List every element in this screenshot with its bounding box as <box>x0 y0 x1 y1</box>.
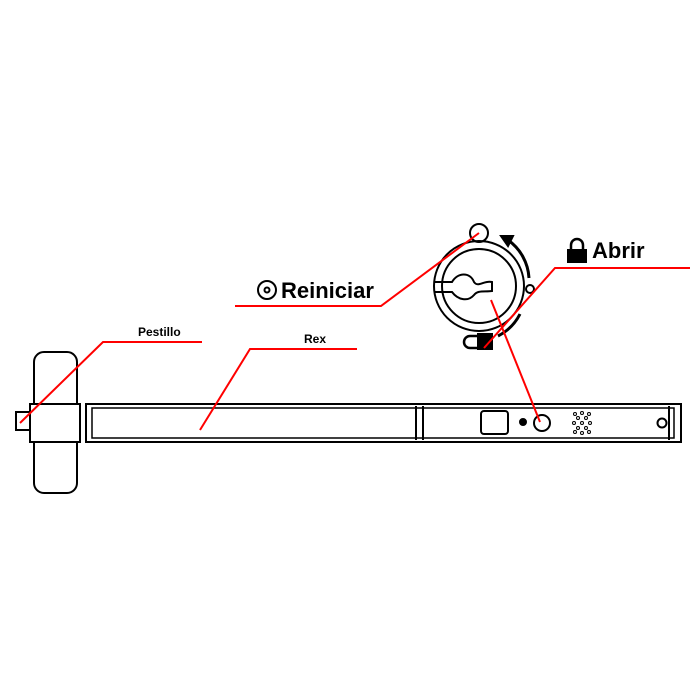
padlock-icon <box>462 334 478 350</box>
label-pestillo: Pestillo <box>138 325 181 339</box>
reiniciar-icon <box>257 280 277 300</box>
label-rex: Rex <box>304 332 327 346</box>
rotation-arrow-icon <box>499 235 515 248</box>
lock-icon <box>567 237 587 263</box>
key-cylinder-small <box>533 414 551 432</box>
leader-lines <box>19 232 690 431</box>
label-abrir: Abrir <box>592 238 645 263</box>
speaker-grille <box>572 411 592 435</box>
label-reiniciar: Reiniciar <box>281 278 374 303</box>
key-cylinder-detail <box>433 223 535 350</box>
rex-window <box>480 410 509 435</box>
open-position-circle <box>525 284 535 294</box>
bar-body <box>85 403 682 443</box>
screw-hole <box>656 417 668 429</box>
push-bar <box>15 351 682 494</box>
indicator-dot <box>519 418 527 426</box>
